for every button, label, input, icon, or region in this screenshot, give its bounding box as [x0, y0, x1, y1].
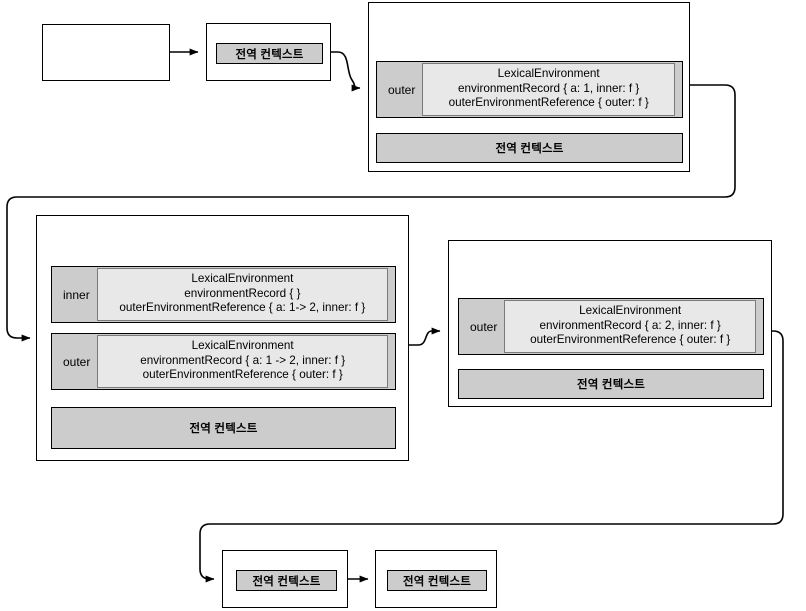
lexical-environment-panel: LexicalEnvironment environmentRecord { a… — [97, 335, 388, 388]
global-context-band: 전역 컨텍스트 — [387, 570, 487, 591]
outer-environment-row-2[interactable]: outer LexicalEnvironment environmentReco… — [51, 333, 396, 390]
env-line-record: environmentRecord { } — [184, 286, 301, 300]
inner-environment-row[interactable]: inner LexicalEnvironment environmentReco… — [51, 266, 396, 323]
env-line-title: LexicalEnvironment — [191, 339, 294, 353]
lexical-environment-panel: LexicalEnvironment environmentRecord { a… — [422, 63, 675, 116]
env-line-outer-ref: outerEnvironmentReference { outer: f } — [142, 368, 343, 382]
env-line-outer-ref: outerEnvironmentReference { outer: f } — [530, 333, 731, 347]
env-scope-label-outer: outer — [470, 319, 498, 334]
outer-call-1-box[interactable]: outer LexicalEnvironment environmentReco… — [368, 2, 690, 172]
outer-call-2-box[interactable]: outer LexicalEnvironment environmentReco… — [448, 240, 772, 407]
lexical-environment-panel: LexicalEnvironment environmentRecord { }… — [96, 268, 388, 321]
env-line-record: environmentRecord { a: 2, inner: f } — [539, 318, 721, 332]
env-scope-label-outer: outer — [63, 354, 91, 369]
env-line-record: environmentRecord { a: 1 -> 2, inner: f … — [140, 353, 346, 367]
env-line-title: LexicalEnvironment — [579, 304, 682, 318]
inner-call-box[interactable]: inner LexicalEnvironment environmentReco… — [36, 215, 409, 461]
global-context-band: 전역 컨텍스트 — [458, 369, 764, 399]
global-context-band: 전역 컨텍스트 — [376, 133, 683, 163]
stack-final-1-box[interactable]: 전역 컨텍스트 — [222, 550, 348, 608]
env-line-outer-ref: outerEnvironmentReference { outer: f } — [448, 96, 649, 110]
env-scope-label-inner: inner — [63, 287, 90, 302]
env-line-outer-ref: outerEnvironmentReference { a: 1-> 2, in… — [119, 301, 366, 315]
stack-initial-box[interactable]: 전역 컨텍스트 — [206, 23, 331, 81]
global-context-band: 전역 컨텍스트 — [236, 570, 337, 591]
connector-inner-call-to-outer-call-2 — [409, 327, 441, 346]
connector-stack-initial-to-outer-call-1 — [331, 51, 361, 92]
lexical-environment-panel: LexicalEnvironment environmentRecord { a… — [504, 300, 756, 353]
env-line-record: environmentRecord { a: 1, inner: f } — [458, 81, 640, 95]
env-line-title: LexicalEnvironment — [497, 67, 600, 81]
outer-environment-row-3[interactable]: outer LexicalEnvironment environmentReco… — [458, 298, 764, 355]
env-scope-label-outer: outer — [388, 82, 416, 97]
global-context-band: 전역 컨텍스트 — [216, 43, 323, 64]
global-context-band: 전역 컨텍스트 — [51, 407, 396, 449]
stack-final-2-box[interactable]: 전역 컨텍스트 — [375, 550, 497, 608]
env-line-title: LexicalEnvironment — [191, 272, 294, 286]
empty-stack-box[interactable] — [42, 24, 170, 81]
outer-environment-row-1[interactable]: outer LexicalEnvironment environmentReco… — [376, 61, 683, 118]
